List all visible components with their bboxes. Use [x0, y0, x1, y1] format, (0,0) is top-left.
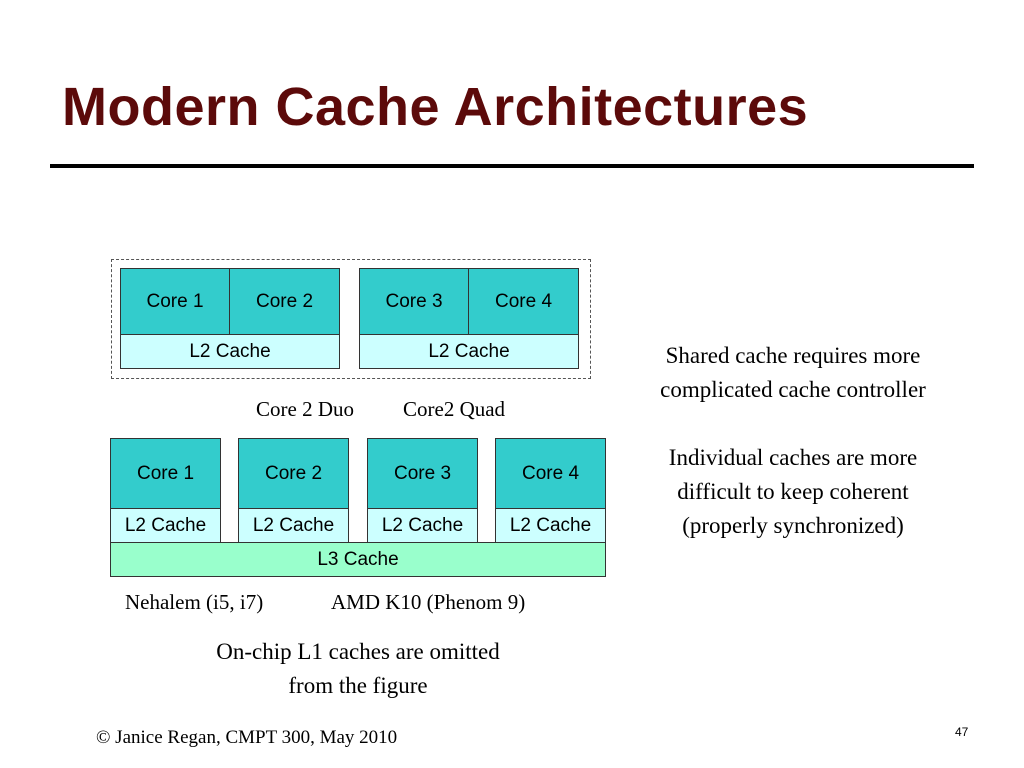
- top-core-1: Core 1: [120, 268, 230, 335]
- top-core-2: Core 2: [229, 268, 340, 335]
- bottom-core-1: Core 1: [110, 438, 221, 509]
- note-individual-caches-line-3: (properly synchronized): [682, 513, 904, 538]
- label-core-2-duo: Core 2 Duo: [256, 397, 354, 421]
- title-underline: [50, 164, 974, 168]
- note-shared-cache: Shared cache requires more complicated c…: [620, 339, 966, 407]
- note-individual-caches-line-1: Individual caches are more: [668, 445, 918, 470]
- footer-copyright: © Janice Regan, CMPT 300, May 2010: [96, 727, 398, 748]
- label-core2-quad: Core2 Quad: [403, 397, 506, 421]
- bottom-l2-cache-1: L2 Cache: [110, 508, 221, 543]
- label-nehalem: Nehalem (i5, i7): [125, 590, 264, 614]
- note-individual-caches: Individual caches are more difficult to …: [620, 441, 966, 543]
- slide-title: Modern Cache Architectures: [62, 77, 809, 137]
- note-shared-cache-line-2: complicated cache controller: [660, 377, 926, 402]
- note-l1-omitted-line-2: from the figure: [288, 673, 428, 698]
- top-core-4: Core 4: [468, 268, 579, 335]
- note-individual-caches-line-2: difficult to keep coherent: [677, 479, 909, 504]
- bottom-l2-cache-4: L2 Cache: [495, 508, 606, 543]
- dashed-outline: [111, 259, 591, 379]
- note-shared-cache-line-1: Shared cache requires more: [665, 343, 921, 368]
- bottom-core-3: Core 3: [367, 438, 478, 509]
- note-l1-omitted-line-1: On-chip L1 caches are omitted: [216, 639, 500, 664]
- bottom-core-4: Core 4: [495, 438, 606, 509]
- top-l2-cache-right: L2 Cache: [359, 334, 579, 369]
- top-l2-cache-left: L2 Cache: [120, 334, 340, 369]
- note-l1-omitted: On-chip L1 caches are omitted from the f…: [200, 635, 516, 703]
- page-number: 47: [955, 725, 969, 739]
- bottom-l2-cache-2: L2 Cache: [238, 508, 349, 543]
- bottom-l2-cache-3: L2 Cache: [367, 508, 478, 543]
- label-amd-k10: AMD K10 (Phenom 9): [331, 590, 526, 614]
- bottom-l3-cache: L3 Cache: [110, 542, 606, 577]
- top-core-3: Core 3: [359, 268, 469, 335]
- bottom-core-2: Core 2: [238, 438, 349, 509]
